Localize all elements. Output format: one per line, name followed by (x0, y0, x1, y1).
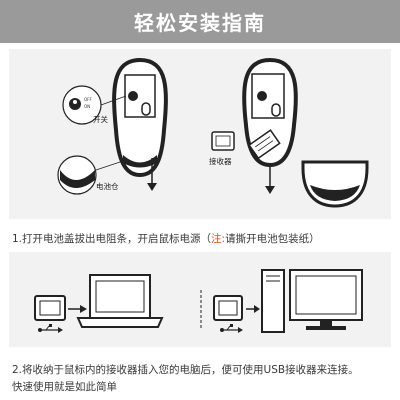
usb-symbol-icon-right (220, 324, 243, 333)
switch-off-text: OFF (84, 97, 92, 102)
receiver-label: 接收器 (209, 156, 232, 166)
step2-caption-line2: 快速使用就是如此简单 (12, 381, 117, 393)
step1-caption-text: 1.打开电池盖拔出电阻条，开启鼠标电源（ (12, 233, 212, 245)
step1-caption-note: 注: (211, 233, 226, 245)
battery-compartment-label: 电池仓 (96, 181, 119, 191)
switch-on-text: ON (84, 104, 90, 109)
usb-receiver-right (213, 295, 243, 321)
step1-caption-text-end: 请撕开电池包装纸） (225, 233, 320, 245)
step2-caption: 2.将收纳于鼠标内的接收器插入您的电脑后，便可使用USB接收器来连接。 (12, 364, 359, 376)
arrow-down-right (265, 165, 275, 194)
header-banner: 轻松安装指南 (0, 0, 400, 43)
step1-caption: 1.打开电池盖拔出电阻条，开启鼠标电源（注:请撕开电池包装纸） (12, 231, 320, 246)
laptop-icon (76, 274, 164, 328)
arrow-right-icon (68, 305, 87, 313)
arrow-down-left (147, 158, 157, 191)
page-title: 轻松安装指南 (134, 11, 266, 35)
desktop-monitor-icon (289, 269, 363, 330)
battery-cover (301, 160, 369, 208)
arrow-right-icon-2 (246, 305, 260, 313)
usb-symbol-icon (38, 324, 63, 333)
mouse-underside-left (112, 57, 168, 178)
desktop-tower-icon (261, 269, 285, 333)
switch-label: 开关 (93, 114, 108, 124)
usb-receiver-small (211, 131, 235, 151)
mouse-underside-right (242, 57, 298, 168)
usb-receiver-left (34, 295, 66, 321)
